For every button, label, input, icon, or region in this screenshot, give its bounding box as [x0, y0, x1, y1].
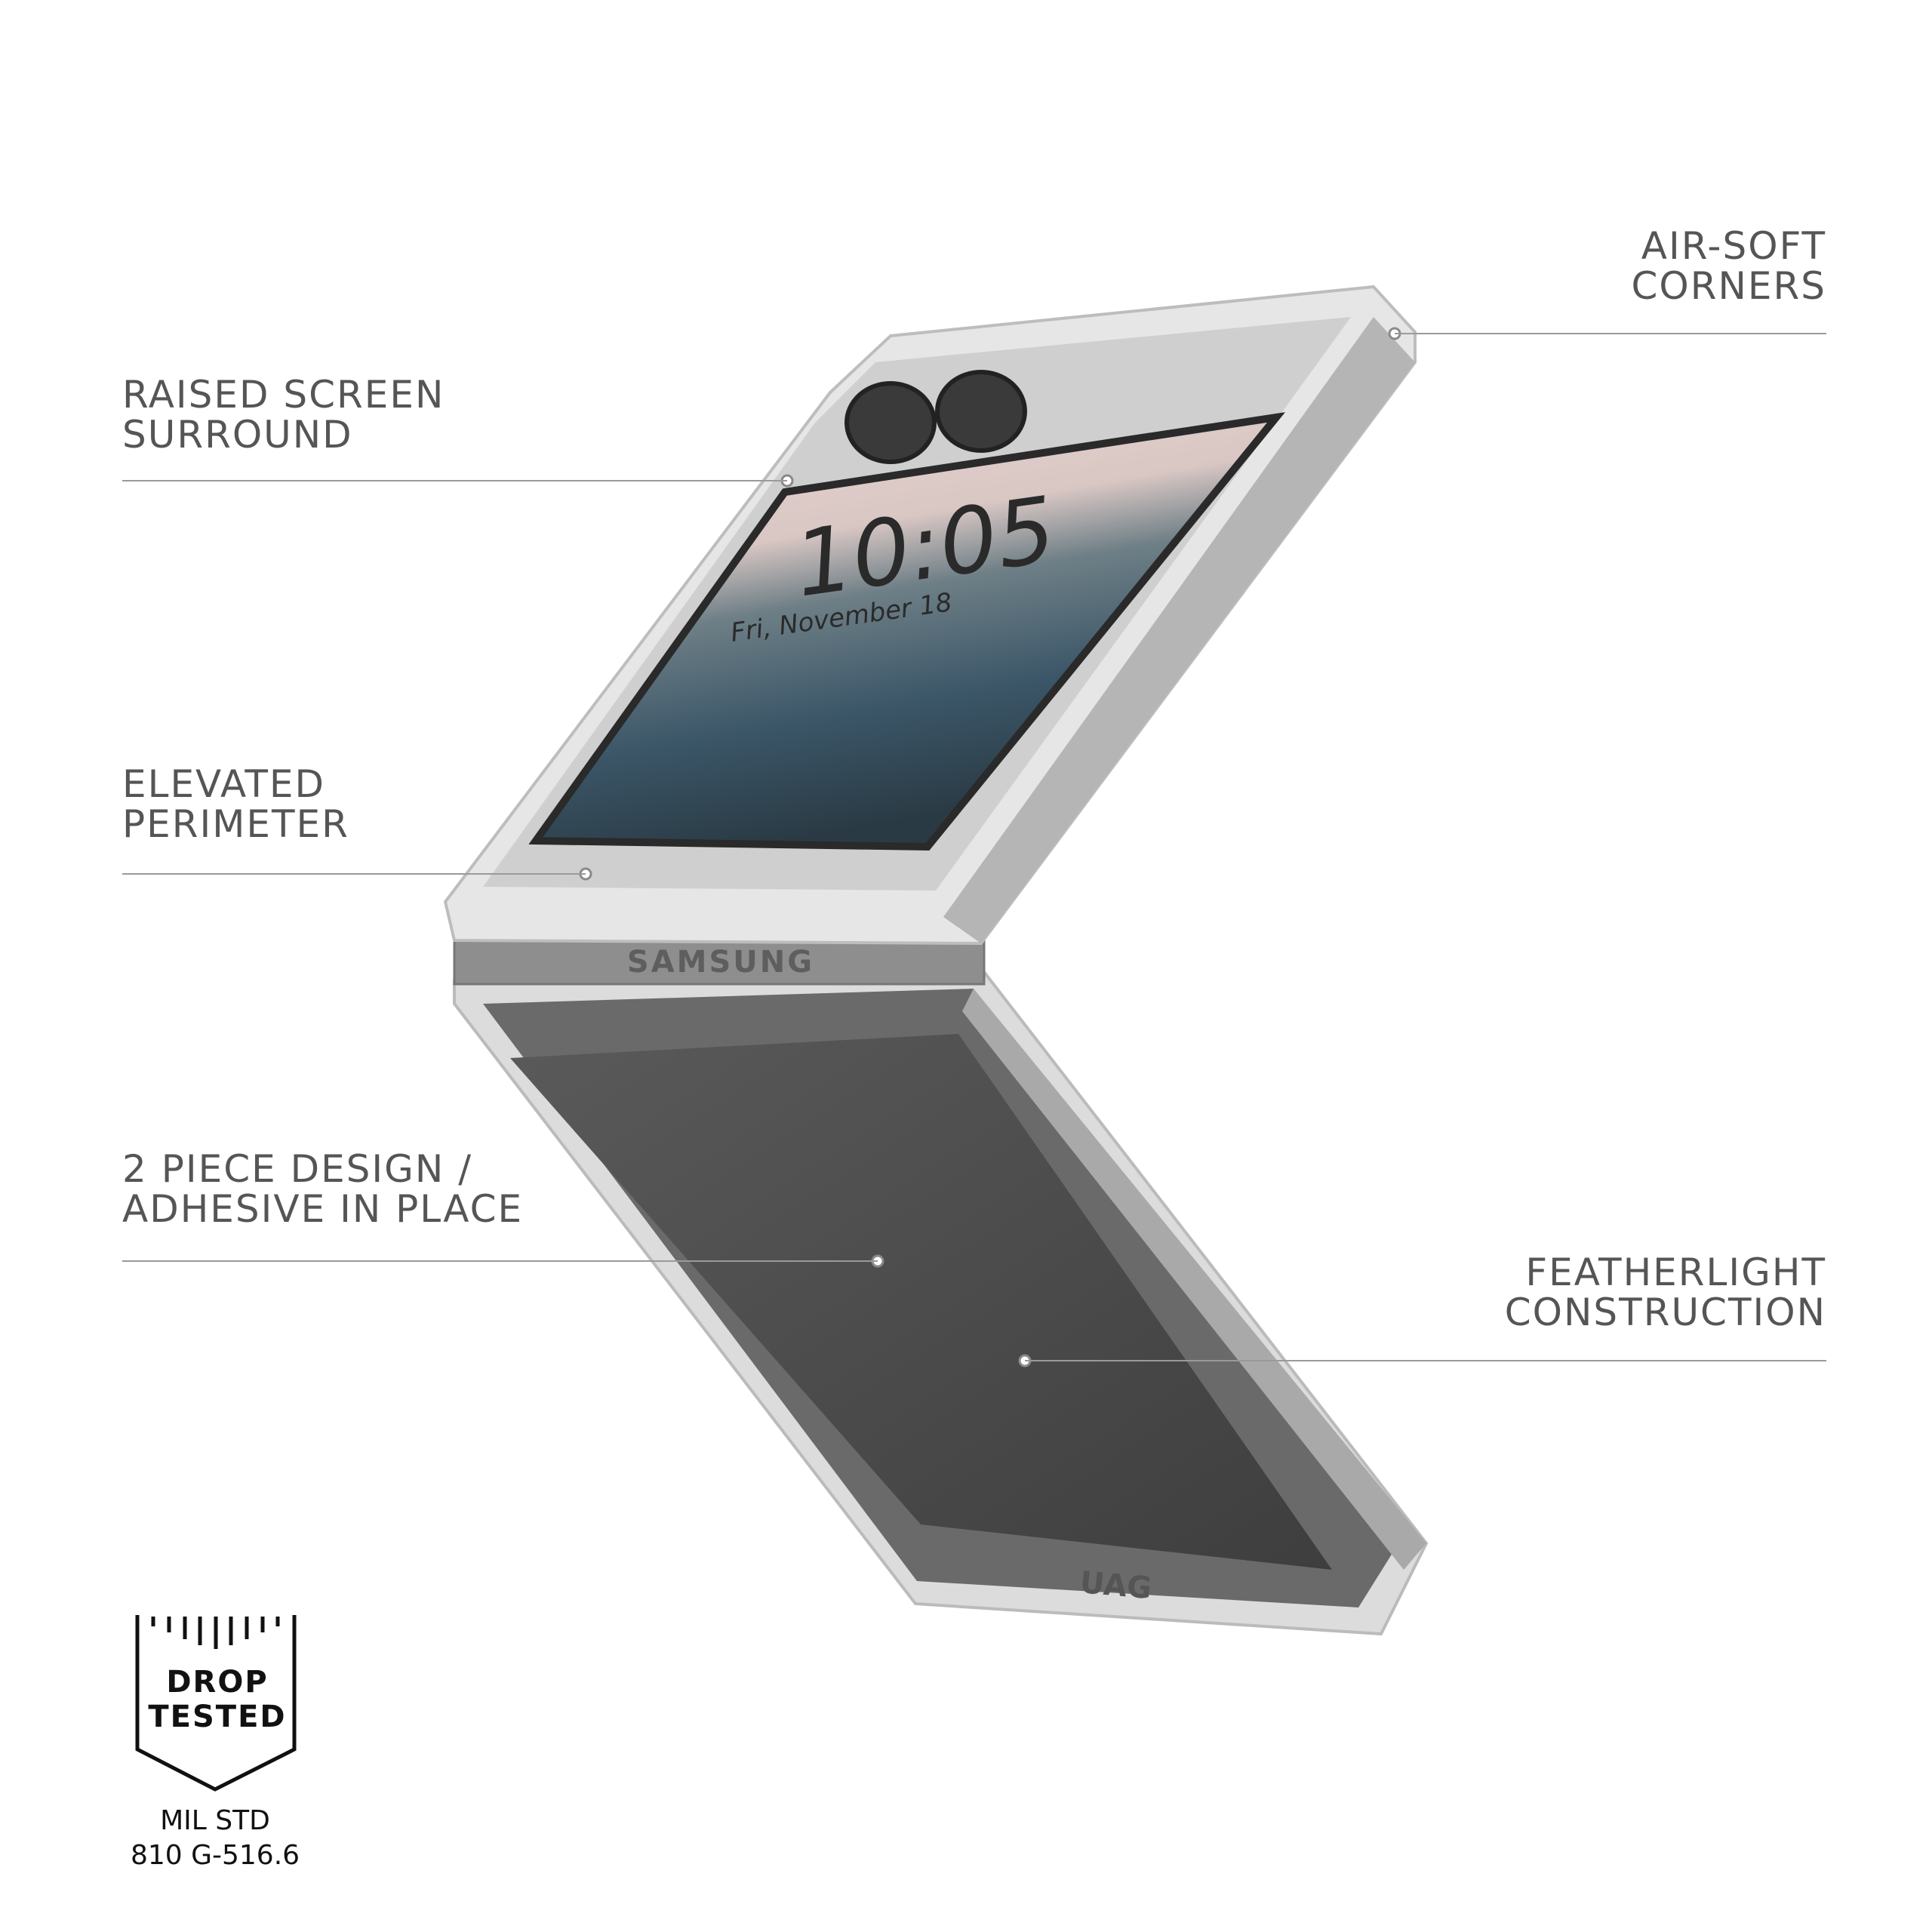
- uag-logo: UAG: [1078, 1565, 1153, 1606]
- top-half-case: 10:05 Fri, November 18: [443, 285, 1417, 946]
- leader-line: [122, 1260, 878, 1262]
- feature-elevated-perimeter: ELEVATED PERIMETER: [122, 764, 349, 844]
- label-line: AIR-SOFT: [1641, 224, 1826, 268]
- mil-std-number: 810 G-516.6: [130, 1840, 300, 1871]
- bottom-half-case: UAG: [453, 970, 1429, 1636]
- feature-raised-screen-surround: RAISED SCREEN SURROUND: [122, 375, 445, 455]
- feature-featherlight-construction: FEATHERLIGHT CONSTRUCTION: [1505, 1253, 1826, 1333]
- label-line: FEATHERLIGHT: [1525, 1251, 1826, 1294]
- badge-drop: DROP: [166, 1665, 269, 1700]
- back-panel: [510, 1034, 1332, 1570]
- label-line: RAISED SCREEN: [122, 373, 445, 417]
- camera-lens-icon: [935, 370, 1027, 453]
- hinge: SAMSUNG: [453, 939, 986, 986]
- label-line: 2 PIECE DESIGN /: [122, 1147, 473, 1191]
- camera-lens-icon: [844, 381, 937, 464]
- label-line: PERIMETER: [122, 802, 349, 846]
- label-line: CORNERS: [1631, 264, 1826, 308]
- leader-line: [122, 480, 787, 481]
- feature-two-piece-design: 2 PIECE DESIGN / ADHESIVE IN PLACE: [122, 1149, 523, 1229]
- samsung-logo: SAMSUNG: [627, 945, 814, 980]
- mil-std-label: MIL STD: [160, 1805, 270, 1836]
- label-line: CONSTRUCTION: [1504, 1291, 1826, 1334]
- feature-air-soft-corners: AIR-SOFT CORNERS: [1632, 226, 1826, 306]
- label-line: ELEVATED: [122, 762, 326, 806]
- label-line: ADHESIVE IN PLACE: [122, 1187, 524, 1231]
- leader-line: [122, 873, 586, 875]
- leader-line: [1025, 1360, 1826, 1361]
- badge-tested: TESTED: [148, 1700, 287, 1734]
- cover-screen: [528, 412, 1286, 851]
- drop-tested-badge-icon: [135, 1615, 297, 1792]
- leader-line: [1395, 333, 1826, 334]
- label-line: SURROUND: [122, 413, 353, 457]
